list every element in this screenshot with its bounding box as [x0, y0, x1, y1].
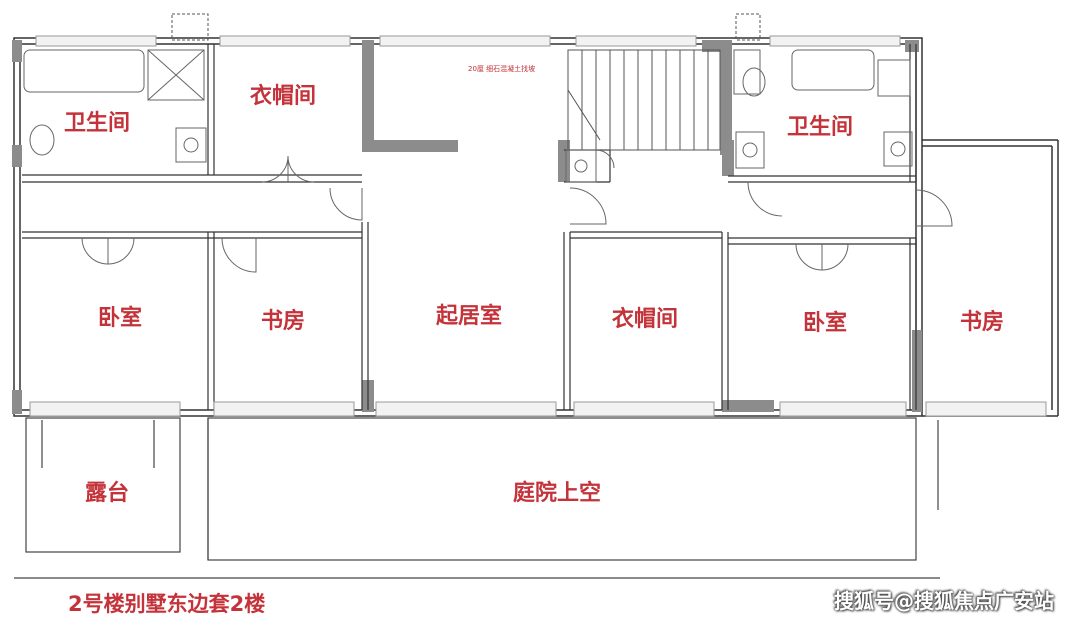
outdoor-areas	[14, 417, 940, 579]
solid-walls	[12, 40, 922, 414]
room-label-bath-right: 卫生间	[786, 115, 854, 140]
room-label-closet-top: 衣帽间	[249, 84, 317, 109]
room-label-study-left: 书房	[260, 309, 306, 334]
door-swings	[81, 149, 953, 273]
room-label-courtyard-void: 庭院上空	[512, 481, 602, 506]
room-label-bedroom-left: 卧室	[97, 306, 143, 331]
roof-vents	[171, 13, 761, 41]
bathroom-fixtures	[23, 49, 913, 183]
window-frames	[29, 35, 1047, 417]
room-label-closet-mid: 衣帽间	[611, 307, 679, 332]
stair-note: 20厘 细石混凝土找坡	[468, 65, 536, 73]
watermark: 搜狐号@搜狐焦点广安站	[834, 589, 1054, 613]
room-label-terrace: 露台	[84, 481, 130, 506]
room-label-living: 起居室	[435, 304, 503, 329]
staircase	[567, 49, 721, 151]
interior-walls	[22, 44, 917, 410]
floor-plan-caption: 2号楼别墅东边套2楼	[68, 592, 266, 616]
room-label-study-right: 书房	[959, 310, 1005, 335]
room-label-bedroom-right: 卧室	[802, 311, 848, 336]
exterior-walls	[13, 37, 1059, 417]
room-label-bath-left: 卫生间	[63, 111, 131, 136]
